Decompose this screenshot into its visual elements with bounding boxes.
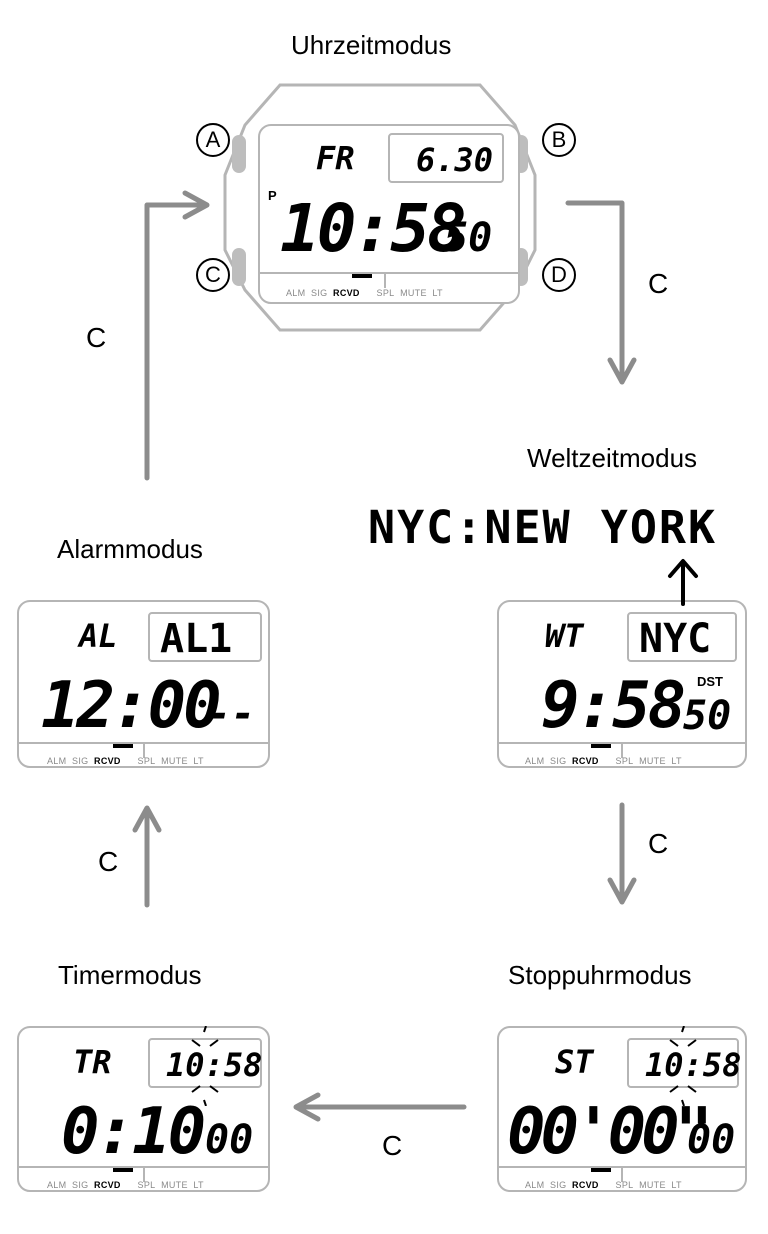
indicator-bar [260, 272, 518, 290]
alarm-time: 12:00 [41, 669, 222, 743]
button-a-label: A [196, 123, 230, 157]
arrow-to-worldtime [565, 200, 625, 383]
timer-time: 0:10 [61, 1095, 206, 1169]
indicator-row: ALM SIG RCVD SPL MUTE LT [47, 756, 204, 766]
button-a-pusher[interactable] [232, 135, 246, 173]
lcd-stopwatch: ST 10:58 00'00" 00 ALM SIG RCVD SPL MUTE… [497, 1026, 747, 1192]
date-value: 6.30 [416, 141, 494, 179]
worldtime-seconds: 50 [683, 693, 732, 739]
rcvd-pointer [591, 1168, 611, 1172]
alarm-label: AL [79, 617, 118, 655]
arrow-to-alarm-head [132, 805, 162, 833]
title-worldtime: Weltzeitmodus [527, 443, 698, 473]
indicator-row: ALM SIG RCVD SPL MUTE LT [286, 288, 443, 298]
title-stopwatch: Stoppuhrmodus [508, 960, 692, 990]
alarm-suffix: -- [207, 691, 256, 737]
date-box: 6.30 [388, 133, 504, 183]
worldtime-time: 9:58 [541, 669, 686, 743]
transition-label-c: C [648, 828, 669, 859]
button-b-label: B [542, 123, 576, 157]
arrow-to-worldtime-head [607, 357, 637, 385]
city-banner: NYC:NEW YORK [368, 501, 718, 554]
lcd-timer: TR 10:58 0:10 00 ALM SIG RCVD SPL MUTE L… [17, 1026, 270, 1192]
indicator-bar [19, 1166, 268, 1184]
flash-marks-stopwatch [669, 1026, 697, 1106]
timer-clock-box: 10:58 [148, 1038, 262, 1088]
stopwatch-time: 00'00" [507, 1095, 713, 1169]
stopwatch-clock: 10:58 [645, 1046, 742, 1084]
time-seconds: 50 [444, 215, 493, 261]
arrow-to-timer-head [293, 1092, 321, 1122]
city-box: NYC [627, 612, 737, 662]
timer-label: TR [73, 1043, 112, 1081]
arrow-to-stopwatch-head [607, 877, 637, 905]
rcvd-pointer [113, 744, 133, 748]
alarm-number-box: AL1 [148, 612, 262, 662]
indicator-row: ALM SIG RCVD SPL MUTE LT [525, 1180, 682, 1190]
indicator-row: ALM SIG RCVD SPL MUTE LT [525, 756, 682, 766]
transition-label-c: C [648, 268, 669, 299]
button-d-label: D [542, 258, 576, 292]
title-alarm: Alarmmodus [57, 534, 203, 564]
alarm-number: AL1 [160, 616, 233, 662]
transition-label-c: C [86, 322, 107, 353]
pm-indicator: P [268, 188, 277, 203]
timer-clock: 10:58 [166, 1046, 263, 1084]
indicator-bar [19, 742, 268, 760]
flash-marks-timer [191, 1026, 219, 1106]
title-timer: Timermodus [58, 960, 202, 990]
day-of-week: FR [316, 139, 355, 177]
button-c-pusher[interactable] [232, 248, 246, 286]
arrow-to-timekeeping-head [182, 190, 210, 220]
indicator-bar [499, 742, 745, 760]
rcvd-pointer [113, 1168, 133, 1172]
rcvd-pointer [591, 744, 611, 748]
lcd-timekeeping: FR 6.30 P 10:58 50 ALM SIG RCVD SPL MUTE… [258, 124, 520, 304]
city-code: NYC [639, 616, 712, 662]
button-c-label: C [196, 258, 230, 292]
title-timekeeping: Uhrzeitmodus [291, 30, 452, 60]
timer-seconds: 00 [205, 1117, 254, 1163]
worldtime-label: WT [545, 617, 584, 655]
indicator-bar [499, 1166, 745, 1184]
transition-label-c: C [382, 1130, 403, 1161]
stopwatch-label: ST [555, 1043, 594, 1081]
indicator-row: ALM SIG RCVD SPL MUTE LT [47, 1180, 204, 1190]
stopwatch-hundredths: 00 [687, 1117, 736, 1163]
arrow-to-timekeeping [144, 202, 208, 481]
stopwatch-clock-box: 10:58 [627, 1038, 742, 1088]
lcd-worldtime: WT NYC DST 9:58 50 ALM SIG RCVD SPL MUTE… [497, 600, 747, 768]
city-banner-arrow [668, 559, 698, 606]
transition-label-c: C [98, 846, 119, 877]
lcd-alarm: AL AL1 12:00 -- ALM SIG RCVD SPL MUTE LT [17, 600, 270, 768]
rcvd-pointer [352, 274, 372, 278]
dst-indicator: DST [697, 674, 723, 689]
time-main: 10:58 [280, 190, 467, 267]
